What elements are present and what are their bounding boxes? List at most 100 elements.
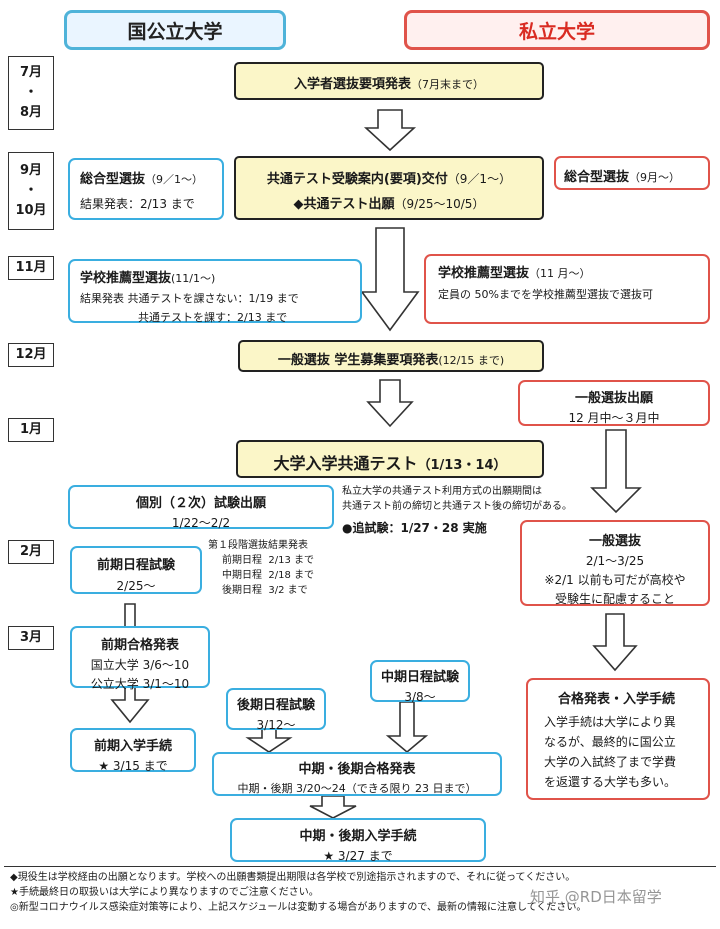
national-school-rec-label: 結果発表 — [80, 292, 124, 305]
early-enroll-date: ★ 3/15 まで — [98, 759, 168, 773]
stage1-row-label: 後期日程 — [222, 585, 262, 596]
early-pass-box: 前期合格発表 国立大学 3/6～10 公立大学 3/1～10 — [70, 626, 210, 691]
private-general-exam-note: 受験生に配慮すること — [554, 592, 675, 606]
stage1-row-date: 2/13 まで — [268, 555, 314, 566]
makeup-exam: ●追試験：1/27・28 実施 — [342, 521, 487, 535]
private-general-apply-dates: 12 月中～３月中 — [568, 411, 660, 425]
national-header: 国公立大学 — [64, 10, 286, 50]
private-school-rec-note: （11 月～） — [529, 267, 591, 280]
private-pass-enroll-line: を返還する大学も多い。 — [544, 775, 677, 789]
midlate-enroll-box: 中期・後期入学手続 ★ 3/27 まで — [230, 818, 486, 863]
national-school-rec-box: 学校推薦型選抜(11/1～) 結果発表 共通テストを課さない：1/19 まで 共… — [68, 259, 362, 324]
stage1-row-label: 前期日程 — [222, 555, 262, 566]
national-school-rec-title: 学校推薦型選抜 — [80, 271, 172, 286]
down-arrow-icon — [363, 109, 417, 152]
private-common-note: 私立大学の共通テスト利用方式の出願期間は 共通テスト前の締切と共通テスト後の締切… — [342, 484, 582, 514]
month-label: 3月 — [19, 629, 43, 645]
midlate-pass-title: 中期・後期合格発表 — [298, 762, 416, 777]
private-school-rec-box: 学校推薦型選抜（11 月～） 定員の 50%までを学校推薦型選抜で選抜可 — [424, 254, 710, 324]
private-general-apply-box: 一般選抜出願 12 月中～３月中 — [518, 380, 710, 426]
private-comprehensive-note: （9月～） — [629, 171, 681, 184]
midlate-enroll-title: 中期・後期入学手続 — [299, 829, 417, 844]
down-arrow-icon — [385, 701, 429, 754]
stage1-results-title: 第１段階選抜結果発表 — [208, 540, 308, 551]
private-general-apply-title: 一般選抜出願 — [574, 391, 653, 406]
late-exam-date: 3/12～ — [256, 718, 296, 732]
down-arrow-icon — [592, 613, 638, 672]
early-pass-public: 公立大学 3/1～10 — [90, 677, 190, 691]
national-comprehensive-result: 結果発表：2/13 まで — [80, 197, 195, 211]
general-recruit-title: 一般選抜 学生募集要項発表 — [277, 353, 439, 368]
month-label: 10月 — [15, 203, 47, 219]
down-arrow-icon — [309, 795, 357, 819]
private-header-label: 私立大学 — [518, 20, 595, 43]
private-pass-enroll-line: なるが、最終的に国公立 — [544, 735, 676, 749]
common-test-apply-dates: （9/25～10/5） — [394, 197, 485, 211]
stage1-row-date: 2/18 まで — [268, 570, 314, 581]
national-comprehensive-title: 総合型選抜 — [80, 172, 146, 187]
early-pass-national: 国立大学 3/6～10 — [90, 658, 190, 672]
private-general-exam-dates: 2/1～3/25 — [585, 554, 645, 568]
month-jan: 1月 — [8, 418, 54, 442]
down-arrow-icon — [590, 429, 642, 514]
common-test-dates: （1/13・14） — [417, 458, 507, 473]
common-test-apply: ◆共通テスト出願 — [293, 197, 395, 212]
footer-note: ◎新型コロナウイルス感染症対策等により、上記スケジュールは変動する場合があります… — [10, 902, 587, 913]
month-dec: 12月 — [8, 343, 54, 367]
private-pass-enroll-title: 合格発表・入学手続 — [558, 692, 676, 707]
private-common-note-line: 共通テスト前の締切と共通テスト後の締切がある。 — [342, 501, 572, 512]
national-school-rec-line1: 共通テストを課さない：1/19 まで — [127, 292, 299, 305]
month-label: 9月 — [19, 162, 43, 178]
private-header: 私立大学 — [404, 10, 710, 50]
down-arrow-icon — [366, 379, 414, 428]
private-general-exam-note: ※2/1 以前も可だが高校や — [544, 573, 686, 587]
month-jul-aug: 7月 ・ 8月 — [8, 56, 54, 130]
midlate-pass-dates: 中期・後期 3/20～24（できる限り 23 日まで） — [237, 782, 477, 795]
down-arrow-icon — [360, 227, 420, 332]
private-pass-enroll-line: 大学の入試終了まで学費 — [544, 755, 677, 769]
late-exam-title: 後期日程試験 — [236, 698, 315, 713]
private-comprehensive-title: 総合型選抜 — [564, 170, 630, 185]
early-pass-title: 前期合格発表 — [100, 638, 179, 653]
national-school-rec-line2: 共通テストを課す：2/13 まで — [138, 311, 288, 324]
month-mar: 3月 — [8, 626, 54, 650]
individual-apply-box: 個別（２次）試験出願 1/22～2/2 — [68, 485, 334, 530]
common-test-info-box: 共通テスト受験案内(要項)交付（9／1～） ◆共通テスト出願（9/25～10/5… — [234, 156, 544, 220]
national-school-rec-note: (11/1～) — [171, 272, 216, 285]
month-label: ・ — [24, 182, 38, 198]
early-enroll-box: 前期入学手続 ★ 3/15 まで — [70, 728, 196, 773]
common-test-info-note: （9／1～） — [447, 172, 512, 186]
late-exam-box: 後期日程試験 3/12～ — [226, 688, 326, 732]
early-exam-title: 前期日程試験 — [96, 558, 175, 573]
month-label: 8月 — [19, 105, 43, 121]
private-common-note-line: 私立大学の共通テスト利用方式の出願期間は — [342, 486, 542, 497]
national-comprehensive-note: （9／1～） — [145, 173, 204, 186]
national-header-label: 国公立大学 — [127, 20, 223, 43]
month-label: 2月 — [19, 543, 43, 559]
early-enroll-title: 前期入学手続 — [93, 739, 172, 754]
common-test-title: 大学入学共通テスト — [273, 454, 418, 473]
month-sep-oct: 9月 ・ 10月 — [8, 152, 54, 230]
midlate-enroll-date: ★ 3/27 まで — [323, 849, 393, 863]
footer-notes: ◆現役生は学校経由の出願となります。学校への出願書類提出期限は各学校で別途指示さ… — [4, 866, 716, 924]
month-label: 12月 — [15, 346, 47, 362]
individual-apply-dates: 1/22～2/2 — [171, 516, 231, 530]
stage1-row-label: 中期日程 — [222, 570, 262, 581]
mid-exam-title: 中期日程試験 — [380, 670, 459, 685]
month-label: 7月 — [19, 64, 43, 80]
month-label: 1月 — [19, 421, 43, 437]
private-pass-enroll-line: 入学手続は大学により異 — [544, 715, 676, 729]
general-recruit-box: 一般選抜 学生募集要項発表(12/15 まで) — [238, 340, 544, 372]
footer-note: ◆現役生は学校経由の出願となります。学校への出願書類提出期限は各学校で別途指示さ… — [10, 872, 576, 883]
month-nov: 11月 — [8, 256, 54, 280]
month-label: ・ — [24, 84, 38, 100]
mid-exam-date: 3/8～ — [404, 690, 436, 704]
private-general-exam-box: 一般選抜 2/1～3/25 ※2/1 以前も可だが高校や 受験生に配慮すること — [520, 520, 710, 606]
private-school-rec-line: 定員の 50%までを学校推薦型選抜で選抜可 — [438, 288, 653, 301]
midlate-pass-box: 中期・後期合格発表 中期・後期 3/20～24（できる限り 23 日まで） — [212, 752, 502, 796]
stage1-row-date: 3/2 まで — [268, 585, 308, 596]
month-feb: 2月 — [8, 540, 54, 564]
private-comprehensive-box: 総合型選抜（9月～） — [554, 156, 710, 190]
common-test-info-line1: 共通テスト受験案内(要項)交付 — [266, 172, 448, 187]
